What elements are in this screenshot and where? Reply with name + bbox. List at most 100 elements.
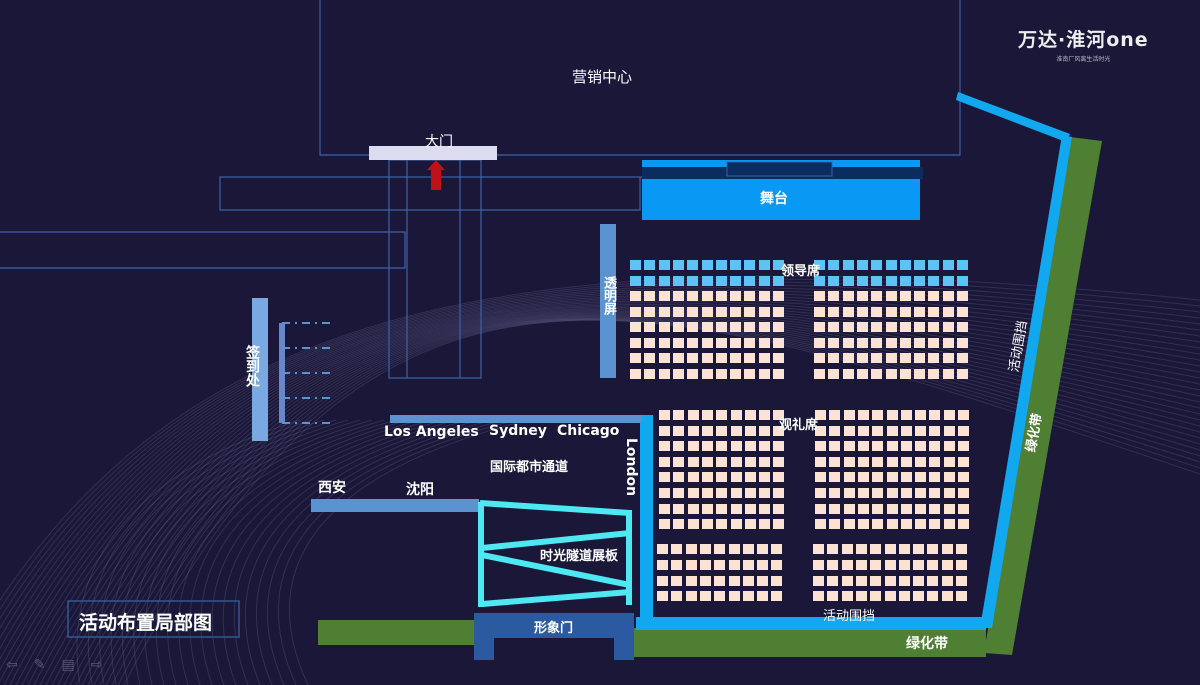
seat	[813, 591, 824, 602]
seat	[857, 410, 869, 420]
seat	[829, 425, 841, 436]
seat	[701, 369, 713, 379]
logo-main: 万达·淮河one	[1018, 29, 1149, 51]
seat	[857, 441, 869, 452]
seat	[815, 488, 826, 498]
seat	[730, 410, 742, 420]
seat	[855, 575, 867, 586]
seat	[657, 591, 668, 602]
seat	[687, 519, 699, 530]
menu-icon[interactable]: ▤	[61, 657, 75, 673]
seat	[757, 559, 769, 570]
logo-tagline: 淮南厂风离生活时光	[1056, 56, 1111, 63]
seat	[699, 544, 711, 554]
seat	[714, 544, 726, 554]
seat	[716, 456, 728, 467]
seat	[758, 322, 770, 333]
seat	[701, 503, 713, 514]
seat	[841, 544, 853, 554]
seat	[899, 337, 911, 348]
seat	[958, 425, 969, 436]
seat	[886, 503, 898, 514]
seat	[900, 472, 912, 483]
seat	[814, 306, 825, 317]
seat	[915, 519, 927, 530]
seat	[773, 519, 785, 530]
seat	[857, 425, 869, 436]
seat	[773, 337, 784, 348]
seat	[885, 322, 897, 333]
seat	[886, 410, 898, 420]
seat	[829, 488, 841, 498]
seat	[716, 503, 728, 514]
tunnel-boards	[478, 500, 632, 607]
seat	[929, 456, 941, 467]
seat	[672, 353, 684, 364]
seat	[885, 306, 897, 317]
seat	[915, 503, 927, 514]
seat	[744, 488, 756, 498]
arrow-left-icon[interactable]: ⇦	[6, 657, 18, 673]
seat	[958, 503, 969, 514]
seat	[701, 425, 713, 436]
seat	[728, 559, 740, 570]
seat	[657, 575, 668, 586]
seat	[742, 559, 754, 570]
seat	[842, 260, 854, 270]
seat	[716, 519, 728, 530]
seat	[701, 472, 713, 483]
seat	[630, 337, 641, 348]
seat	[687, 260, 699, 270]
seat	[773, 441, 785, 452]
seat	[701, 488, 713, 498]
seat	[899, 275, 911, 286]
seat	[843, 488, 855, 498]
arrow-right-icon[interactable]: ⇨	[90, 657, 103, 673]
seat	[871, 369, 883, 379]
seat	[957, 275, 968, 286]
seat	[771, 544, 783, 554]
seat	[900, 441, 912, 452]
seat	[943, 472, 955, 483]
seat	[773, 472, 785, 483]
seat	[701, 291, 713, 301]
seat	[730, 275, 742, 286]
seat	[856, 322, 868, 333]
pen-icon[interactable]: ✎	[33, 657, 46, 673]
seat	[885, 291, 897, 301]
seat	[885, 275, 897, 286]
seat	[742, 591, 754, 602]
green-belt-right	[984, 137, 1102, 655]
seat	[742, 575, 754, 586]
green-belt-bottom-label: 绿化带	[906, 636, 948, 652]
seat	[773, 369, 784, 379]
seat	[956, 544, 967, 554]
green-belt-bottom	[634, 628, 986, 657]
seat	[730, 260, 742, 270]
slide-toolbar: ⇦ ✎ ▤ ⇨	[6, 657, 102, 673]
seat	[914, 337, 926, 348]
seat	[886, 488, 898, 498]
seat	[913, 591, 925, 602]
seat	[956, 575, 967, 586]
seat	[773, 353, 784, 364]
seat	[915, 441, 927, 452]
seat	[942, 369, 954, 379]
seat	[771, 575, 783, 586]
seat	[773, 260, 784, 270]
seat	[744, 456, 756, 467]
seat	[843, 519, 855, 530]
seat	[929, 410, 941, 420]
seat	[943, 425, 955, 436]
seat	[644, 353, 656, 364]
seat	[699, 591, 711, 602]
seat	[701, 456, 713, 467]
seat	[957, 337, 968, 348]
seat	[899, 322, 911, 333]
seat	[941, 591, 953, 602]
seat	[813, 559, 824, 570]
seat	[843, 503, 855, 514]
seat	[942, 322, 954, 333]
seat	[942, 275, 954, 286]
seat	[958, 441, 969, 452]
